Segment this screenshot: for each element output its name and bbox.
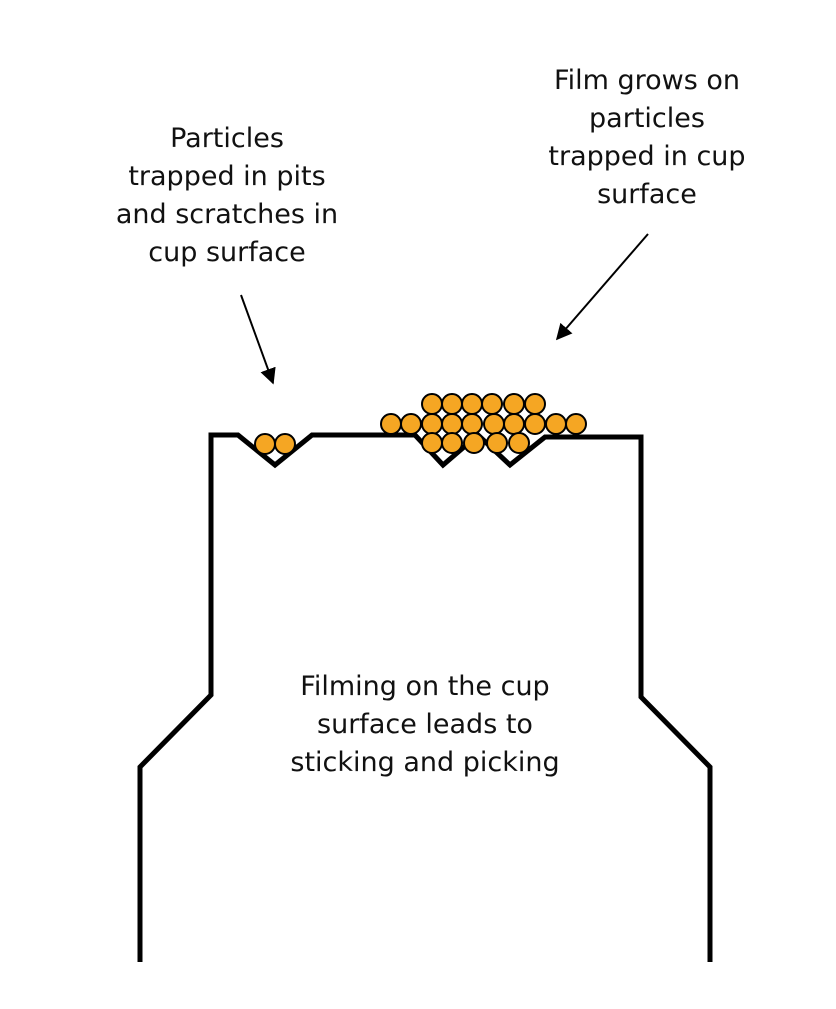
particle (461, 393, 483, 415)
annotation-film-grows: Film grows on particles trapped in cup s… (548, 65, 746, 210)
annotation-filming-effect: Filming on the cup surface leads to stic… (290, 671, 560, 778)
particle (565, 413, 587, 435)
particle (461, 413, 483, 435)
particle (463, 432, 485, 454)
particle (441, 393, 463, 415)
particles-group (254, 393, 587, 455)
arrow-left (240, 294, 276, 385)
particle (441, 413, 463, 435)
particle (486, 432, 508, 454)
particle (421, 393, 443, 415)
particle (254, 433, 276, 455)
particle (503, 393, 525, 415)
particle (421, 432, 443, 454)
particle (380, 413, 402, 435)
particle (524, 393, 546, 415)
particle (483, 413, 505, 435)
particle (441, 432, 463, 454)
particle (508, 432, 530, 454)
particle (421, 413, 443, 435)
particle (400, 413, 422, 435)
particle (524, 413, 546, 435)
particle (545, 413, 567, 435)
arrow-right (555, 233, 649, 341)
particle (274, 433, 296, 455)
particle (481, 393, 503, 415)
particle (503, 413, 525, 435)
annotation-particles-trapped: Particles trapped in pits and scratches … (115, 123, 339, 268)
